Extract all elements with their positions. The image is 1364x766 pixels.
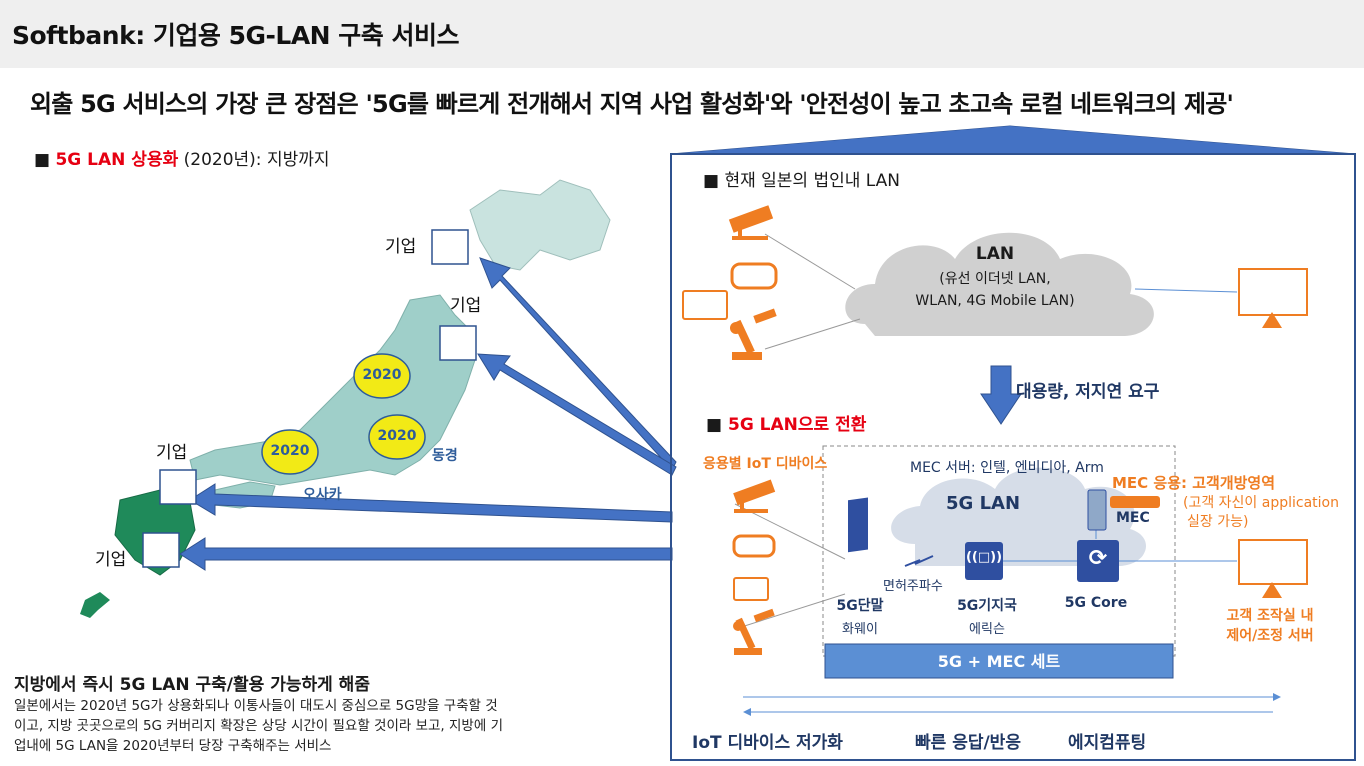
terminal-label: 5G단말 — [836, 598, 884, 614]
arrow-hokkaido — [479, 257, 677, 471]
okinawa-shape — [80, 592, 110, 618]
city-osaka: 오사카 — [303, 487, 342, 503]
vr-headset-icon — [732, 534, 776, 558]
control-server-line: 제어/조정 서버 — [1226, 628, 1314, 644]
lan-desc: (유선 이더넷 LAN, WLAN, 4G Mobile LAN) — [880, 268, 1110, 312]
square-bullet-icon: ■ — [706, 415, 723, 435]
lightning-icon — [904, 555, 934, 567]
city-tokyo: 동경 — [432, 448, 458, 464]
current-devices — [728, 205, 778, 360]
control-server-line: 고객 조작실 내 — [1226, 608, 1314, 624]
lan-title: LAN — [975, 244, 1015, 264]
5g-terminal-icon — [848, 497, 868, 553]
title-bar — [0, 0, 1364, 68]
benefit-label: 빠른 응답/반응 — [915, 733, 1021, 753]
year-badge-label: 2020 — [362, 367, 402, 383]
core-sync-glyph-icon: ⟳ — [1088, 546, 1108, 571]
tablet-icon — [733, 577, 769, 601]
cctv-camera-icon — [728, 205, 774, 240]
heading-rest: (2020년): 지방까지 — [178, 150, 330, 170]
base-station-label: 5G기지국 — [957, 598, 1017, 614]
cloud-icon — [845, 232, 1154, 336]
lan-desc-line: WLAN, 4G Mobile LAN) — [915, 293, 1075, 309]
enterprise-label: 기업 — [95, 550, 127, 570]
mec-app-note: (고객 자신이 application 실장 가능) — [1183, 494, 1339, 532]
enterprise-label: 기업 — [385, 237, 417, 257]
base-station-glyph-icon: ((□)) — [965, 550, 1003, 565]
benefit-label: IoT 디바이스 저가화 — [692, 733, 843, 753]
year-badge-label: 2020 — [270, 443, 310, 459]
monitor-stand-icon — [1262, 312, 1282, 328]
japan-map — [80, 179, 677, 618]
enterprise-label: 기업 — [450, 296, 482, 316]
arrow-kyushu — [189, 483, 673, 523]
year-badge — [261, 429, 319, 475]
arrow-south — [179, 537, 673, 571]
panel-frame — [670, 153, 1356, 761]
set-bar — [824, 643, 1174, 679]
5g-lan-label: 5G LAN — [946, 493, 1021, 514]
mec-app-note-line: 실장 가능) — [1187, 514, 1249, 530]
page-title: Softbank: 기업용 5G-LAN 구축 서비스 — [12, 21, 460, 50]
cctv-camera-icon — [733, 479, 776, 513]
server-icon — [1087, 489, 1107, 531]
monitor-stand-icon — [1262, 582, 1282, 598]
enterprise-box — [159, 469, 197, 505]
benefit-label: 에지컴퓨팅 — [1068, 733, 1147, 753]
control-server-label: 고객 조작실 내 제어/조정 서버 — [1200, 606, 1340, 646]
monitor-icon — [1238, 268, 1308, 316]
iot-devices-label: 응용별 IoT 디바이스 — [703, 456, 828, 472]
year-badge — [368, 414, 426, 460]
current-lan-heading: ■ 현재 일본의 법인내 LAN — [703, 171, 901, 191]
core-router-icon — [1077, 540, 1119, 582]
summary-line: 일본에서는 2020년 5G가 상용화되나 이통사들이 대도시 중심으로 5G망… — [14, 698, 498, 714]
enterprise-box — [439, 325, 477, 361]
subtitle: 외출 5G 서비스의 가장 큰 장점은 '5G를 빠르게 전개해서 지역 사업 … — [30, 90, 1234, 118]
switch-heading: ■ 5G LAN으로 전환 — [706, 410, 866, 435]
enterprise-box — [142, 532, 180, 568]
summary-line: 업내에 5G LAN을 2020년부터 당장 구축해주는 서비스 — [14, 738, 332, 754]
core-label: 5G Core — [1064, 595, 1128, 611]
mec-app-note-line: (고객 자신이 application — [1183, 495, 1339, 511]
summary-title: 지방에서 즉시 5G LAN 구축/활용 가능하게 해줌 — [14, 675, 370, 695]
hokkaido-shape — [469, 179, 611, 271]
enterprise-box — [431, 229, 469, 265]
mec-label: MEC — [1116, 510, 1150, 526]
year-badge-label: 2020 — [377, 428, 417, 444]
set-bar-label: 5G + MEC 세트 — [937, 652, 1061, 671]
mec-server-label: MEC 서버: 인텔, 엔비디아, Arm — [910, 460, 1104, 476]
base-station-icon — [965, 542, 1003, 580]
robot-arm-icon — [733, 608, 775, 655]
unlicensed-label: 면허주파수 — [883, 579, 943, 594]
left-heading: ■ 5G LAN 상용화 (2020년): 지방까지 — [34, 145, 330, 170]
tablet-icon — [682, 290, 728, 320]
lan-desc-line: (유선 이더넷 LAN, — [939, 271, 1051, 287]
enterprise-label: 기업 — [156, 443, 188, 463]
square-bullet-icon: ■ — [34, 150, 51, 170]
arrow-tohoku — [477, 353, 677, 476]
switch-heading-text: 5G LAN으로 전환 — [727, 415, 867, 435]
year-badge — [353, 353, 411, 399]
requirement-label: 대용량, 저지연 요구 — [1016, 382, 1160, 402]
summary-text: 일본에서는 2020년 5G가 상용화되나 이통사들이 대도시 중심으로 5G망… — [14, 696, 503, 756]
terminal-vendor: 화웨이 — [842, 622, 878, 637]
vr-headset-icon — [730, 262, 778, 290]
base-station-vendor: 에릭슨 — [969, 622, 1005, 637]
mec-app-label: MEC 응용: 고객개방영역 — [1112, 474, 1276, 492]
heading-highlight: 5G LAN 상용화 — [55, 150, 179, 170]
monitor-icon — [1238, 539, 1308, 585]
down-arrow-icon — [980, 365, 1022, 425]
summary-line: 이고, 지방 곳곳으로의 5G 커버리지 확장은 상당 시간이 필요할 것이라 … — [14, 718, 503, 734]
robot-arm-icon — [730, 308, 777, 360]
right-panel — [670, 125, 1356, 761]
iot-devices — [732, 479, 776, 655]
